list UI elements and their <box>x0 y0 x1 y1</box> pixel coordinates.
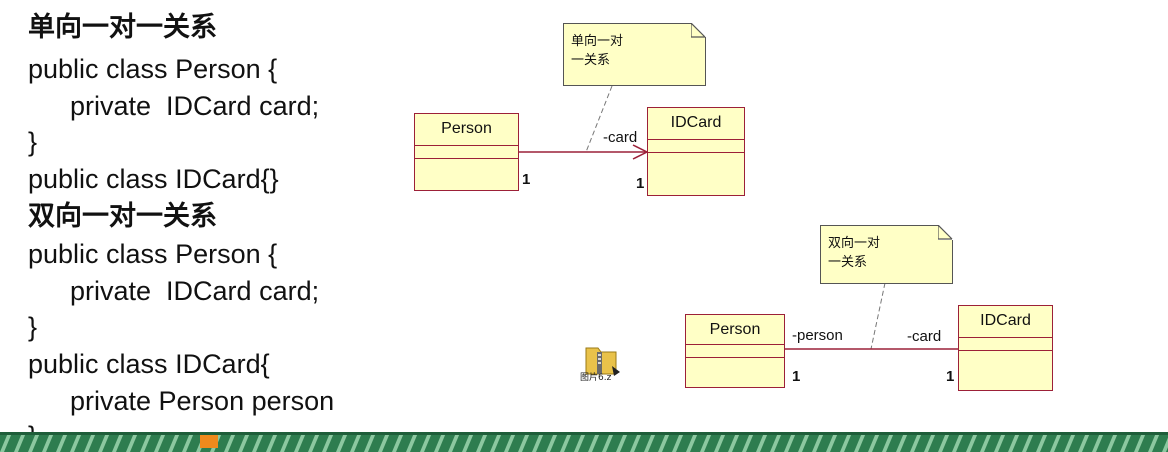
class-box-idcard[interactable]: IDCard <box>647 107 745 196</box>
class-name: IDCard <box>670 114 722 131</box>
code-line: } <box>28 312 38 342</box>
class-separator <box>686 344 784 345</box>
class-box-idcard[interactable]: IDCard <box>958 305 1053 391</box>
multiplicity-label: 1 <box>636 175 645 192</box>
class-name: IDCard <box>980 312 1031 329</box>
multiplicity-label: 1 <box>946 368 955 385</box>
class-name: Person <box>441 120 492 137</box>
role-label: -card <box>603 129 638 146</box>
code-line: public class Person { <box>28 54 278 84</box>
class-separator <box>648 139 744 140</box>
note-fold-corner-icon <box>691 23 706 38</box>
note-anchor-2 <box>870 282 886 350</box>
note-bidirectional: 双向一对 一关系 <box>820 225 953 284</box>
note-text: 双向一对 <box>828 236 881 251</box>
multiplicity-label: 1 <box>792 368 801 385</box>
role-label: -person <box>792 327 843 344</box>
code-line: public class Person { <box>28 239 278 269</box>
heading-bidirectional: 双向一对一关系 <box>28 201 217 232</box>
footer-decoration <box>0 432 1168 452</box>
file-label: 图片6.z <box>580 373 612 383</box>
class-box-person[interactable]: Person <box>414 113 519 191</box>
class-separator <box>959 337 1052 338</box>
code-line: private IDCard card; <box>70 91 320 121</box>
note-text: 一关系 <box>571 53 611 68</box>
code-line: public class IDCard{ <box>28 349 270 379</box>
class-separator <box>415 145 518 146</box>
class-separator <box>648 152 744 153</box>
code-line: } <box>28 127 38 157</box>
code-panel: 单向一对一关系 public class Person { private ID… <box>0 0 400 452</box>
note-fold-corner-icon <box>938 225 953 240</box>
multiplicity-label: 1 <box>522 171 531 188</box>
class-separator <box>959 350 1052 351</box>
class-box-person[interactable]: Person <box>685 314 785 388</box>
code-line: public class IDCard{} <box>28 164 279 194</box>
class-separator <box>686 357 784 358</box>
note-unidirectional: 单向一对 一关系 <box>563 23 706 86</box>
folder-zip-icon[interactable] <box>582 336 622 384</box>
code-line: private IDCard card; <box>70 276 320 306</box>
class-separator <box>415 158 518 159</box>
note-text: 单向一对 <box>571 34 624 49</box>
class-name: Person <box>709 321 761 338</box>
heading-unidirectional: 单向一对一关系 <box>28 12 217 43</box>
code-line: private Person person <box>70 386 335 416</box>
role-label: -card <box>907 328 942 345</box>
note-anchor-1 <box>585 85 613 153</box>
note-text: 一关系 <box>828 255 868 270</box>
